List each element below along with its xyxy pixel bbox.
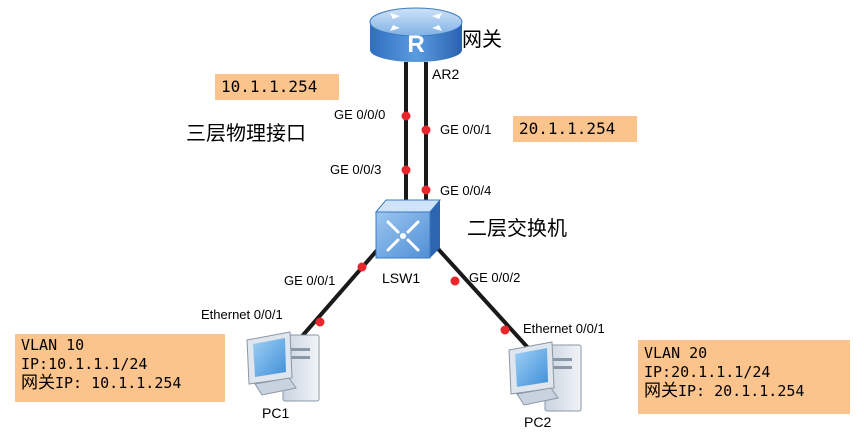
port-label-sw-ge001: GE 0/0/1 xyxy=(284,273,336,288)
gateway-ip-10-badge: 10.1.1.254 xyxy=(215,74,339,100)
pc2-name: PC2 xyxy=(524,414,552,430)
router-icon[interactable]: R xyxy=(369,7,463,62)
desktop-pc-icon[interactable] xyxy=(508,341,582,412)
desktop-pc-icon[interactable] xyxy=(246,331,320,402)
gateway-ip-10: 10.1.1.254 xyxy=(221,77,318,96)
port-dot-pc1-eth xyxy=(315,317,325,327)
link-lsw1-pc1 xyxy=(288,238,388,352)
pc1-ip: IP:10.1.1.1/24 xyxy=(21,355,148,373)
links xyxy=(288,62,532,352)
port-label-ar2-ge000: GE 0/0/0 xyxy=(334,107,386,122)
port-dot-sw-ge003 xyxy=(401,165,411,175)
port-dot-sw-ge002 xyxy=(450,276,460,286)
pc2-ip: IP:20.1.1.1/24 xyxy=(644,363,771,381)
svg-text:R: R xyxy=(407,31,424,58)
port-label-pc2-eth: Ethernet 0/0/1 xyxy=(523,321,605,336)
port-label-ar2-ge001: GE 0/0/1 xyxy=(440,122,492,137)
pc1-config-box: VLAN 10 IP:10.1.1.1/24 网关IP: 10.1.1.254 xyxy=(15,334,225,402)
port-label-pc1-eth: Ethernet 0/0/1 xyxy=(201,307,283,322)
l3-interface-label: 三层物理接口 xyxy=(186,121,306,145)
pc1-gateway-prefix: 网关 xyxy=(21,373,55,393)
port-label-sw-ge002: GE 0/0/2 xyxy=(469,270,521,285)
pc2-gateway-prefix: 网关 xyxy=(644,381,678,401)
port-dot-ar2-ge000 xyxy=(401,111,411,121)
port-dots xyxy=(315,111,510,335)
port-dot-ar2-ge001 xyxy=(421,125,431,135)
gateway-ip-20: 20.1.1.254 xyxy=(519,119,616,138)
port-dot-pc2-eth xyxy=(500,325,510,335)
pc1-name: PC1 xyxy=(262,405,290,421)
gateway-role-label: 网关 xyxy=(462,27,502,51)
pc2-gateway-ip: IP: 20.1.1.254 xyxy=(678,382,805,400)
port-dot-sw-ge001 xyxy=(357,262,367,272)
l2-switch-icon[interactable] xyxy=(374,199,442,259)
pc1-vlan: VLAN 10 xyxy=(21,336,85,354)
gateway-ip-20-badge: 20.1.1.254 xyxy=(513,116,637,142)
switch-name: LSW1 xyxy=(382,270,421,286)
pc1-gateway-ip: IP: 10.1.1.254 xyxy=(55,374,182,392)
port-dot-sw-ge004 xyxy=(421,185,431,195)
router-name: AR2 xyxy=(432,66,460,82)
port-label-sw-ge003: GE 0/0/3 xyxy=(330,162,382,177)
port-label-sw-ge004: GE 0/0/4 xyxy=(440,183,492,198)
pc2-config-box: VLAN 20 IP:20.1.1.1/24 网关IP: 20.1.1.254 xyxy=(638,340,850,414)
pc2-vlan: VLAN 20 xyxy=(644,344,708,362)
l2-switch-role-label: 二层交换机 xyxy=(467,216,567,240)
pc2-gateway: 网关IP: 20.1.1.254 xyxy=(644,382,844,401)
pc1-gateway: 网关IP: 10.1.1.254 xyxy=(21,374,219,393)
link-lsw1-pc2 xyxy=(428,238,532,352)
